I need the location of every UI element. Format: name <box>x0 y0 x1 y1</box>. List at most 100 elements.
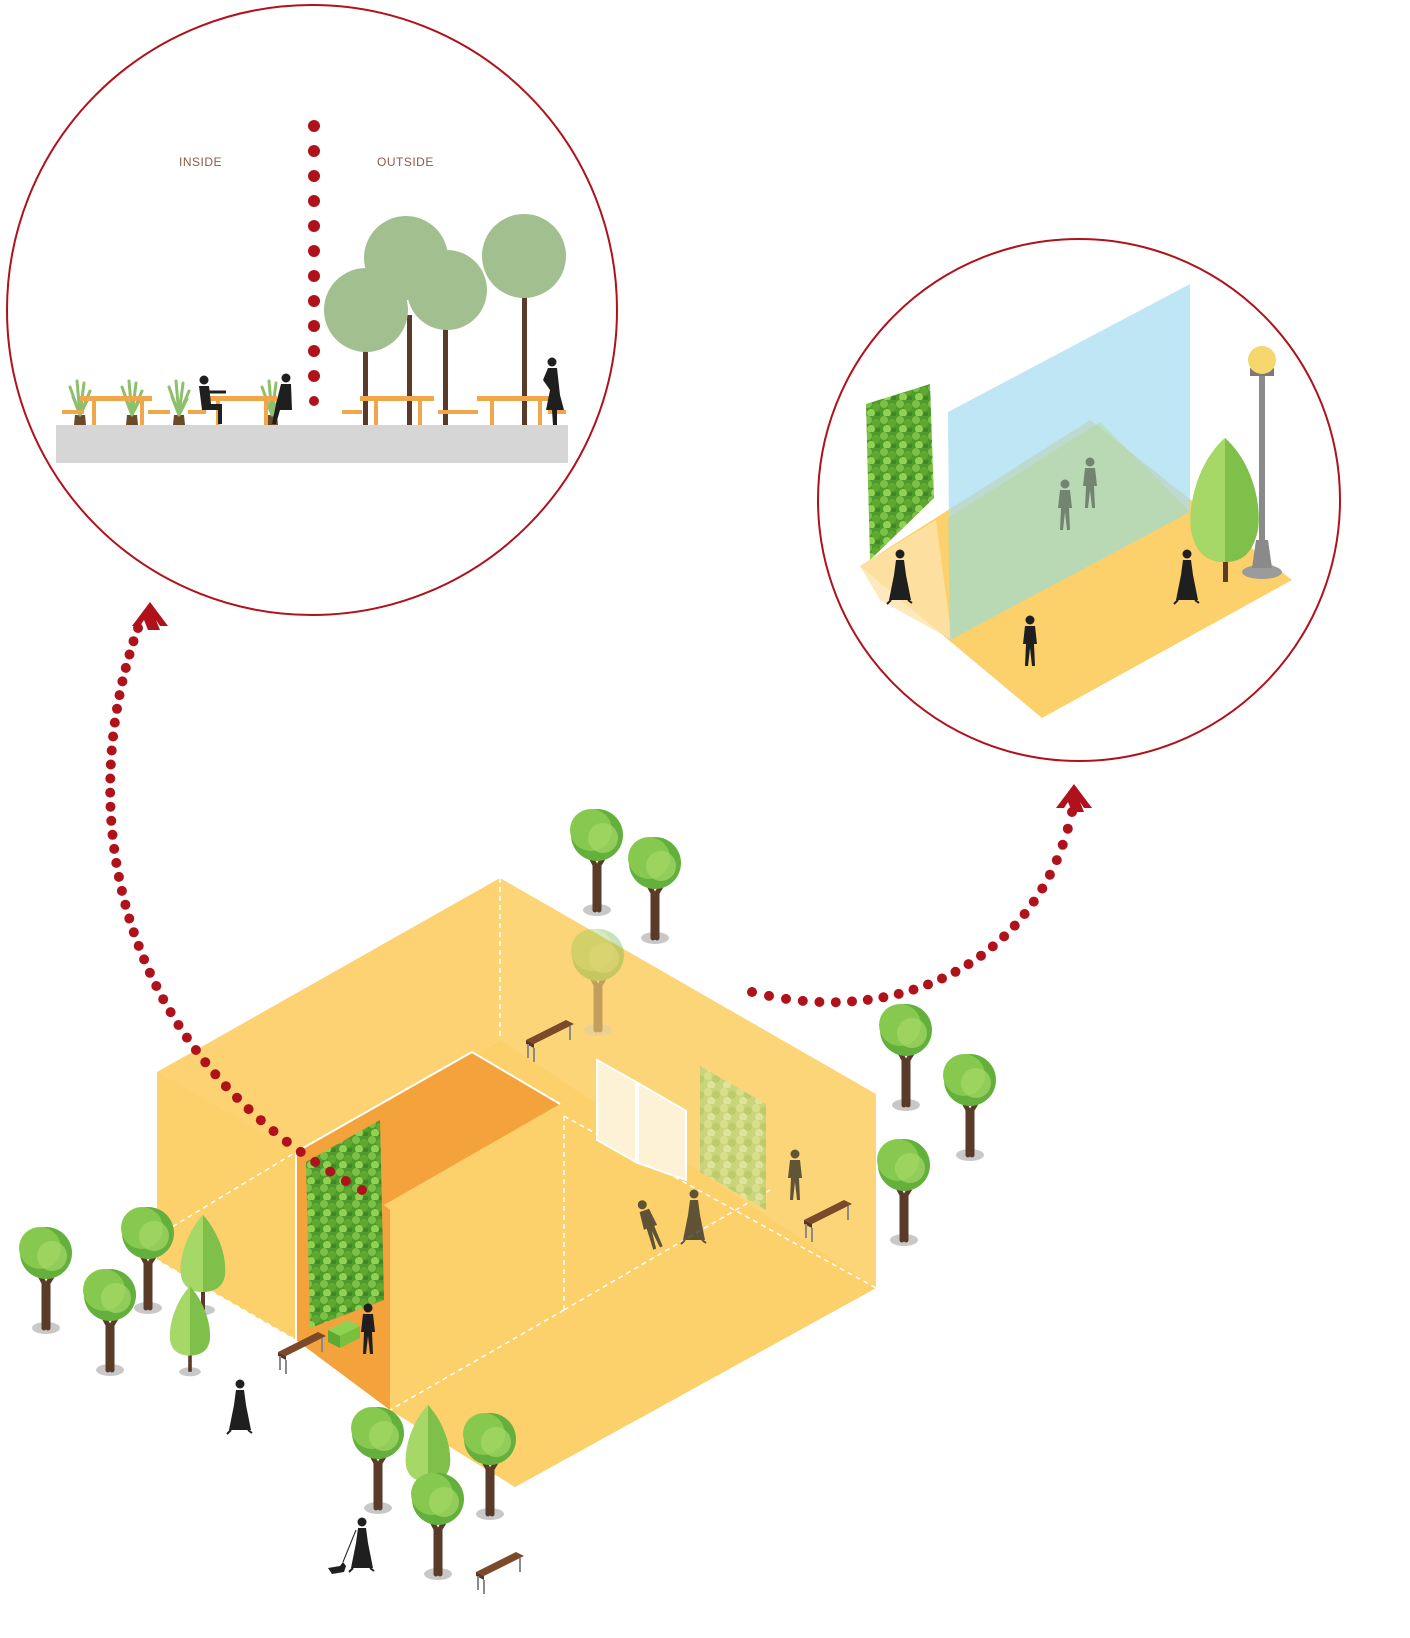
connector-dot <box>255 1115 266 1126</box>
connector-dot <box>830 997 841 1008</box>
connector-dot <box>923 979 933 990</box>
connector-dot <box>105 773 116 784</box>
isometric-plaza <box>156 878 877 1595</box>
connector-dot <box>220 1081 231 1092</box>
tree-icon <box>570 809 623 916</box>
connector-dot <box>158 994 169 1005</box>
connector-dot <box>862 994 873 1005</box>
tree-icon <box>351 1407 404 1514</box>
connector-dot <box>151 981 162 991</box>
tree-icon <box>411 1473 464 1580</box>
facade-detail-circle <box>817 238 1341 762</box>
connector-dot <box>109 717 120 728</box>
connector-dot <box>781 993 791 1004</box>
connector-dot <box>295 1146 306 1157</box>
green-wall-icon <box>700 1066 766 1210</box>
connector-dot <box>357 1185 367 1195</box>
connector-dot <box>963 959 974 970</box>
connector-dot <box>105 759 116 770</box>
tree-icon <box>19 1227 72 1334</box>
connector-dot <box>144 967 155 978</box>
connector-dot <box>128 636 139 647</box>
tree-icon <box>628 837 681 944</box>
connector-dot <box>173 1020 184 1030</box>
connector-dot <box>133 940 144 951</box>
connector-dot <box>797 995 808 1006</box>
inside-furniture <box>62 373 292 427</box>
connector-dot <box>139 954 150 965</box>
connector-dot <box>950 966 961 977</box>
connector-dot <box>764 990 774 1001</box>
connector-dot <box>281 1136 292 1147</box>
connector-dot <box>128 927 139 938</box>
connector-dot <box>105 801 116 812</box>
connector-dot <box>190 1045 201 1055</box>
connector-dot <box>113 871 124 882</box>
connector-dot <box>1051 855 1062 866</box>
connector-dot <box>210 1069 221 1080</box>
section-diagram-circle: INSIDE OUTSIDE <box>6 4 618 616</box>
dotted-connector <box>105 623 1077 1195</box>
connector-dot <box>893 988 904 999</box>
connector-dot <box>1044 869 1055 880</box>
bench-icon <box>475 1551 525 1595</box>
connector-dot <box>814 997 825 1007</box>
ground-strip <box>56 425 568 463</box>
tree-icon <box>943 1054 996 1161</box>
connector-dot <box>1062 823 1073 834</box>
street-lamp-icon <box>1242 346 1282 579</box>
connector-dot <box>908 984 919 995</box>
tree-icon <box>1190 438 1259 582</box>
green-wall-icon <box>866 384 934 560</box>
connector-dot <box>937 973 947 984</box>
connector-dot <box>310 1156 321 1167</box>
person-icon <box>226 1378 253 1435</box>
connector-dot <box>111 857 122 868</box>
connector-dot <box>747 987 757 997</box>
connector-dot <box>325 1166 336 1177</box>
seated-person-icon <box>272 373 292 424</box>
connector-dot <box>1009 920 1020 931</box>
tree-icon <box>879 1004 932 1111</box>
person-icon <box>348 1516 375 1573</box>
connector-dot <box>847 996 857 1007</box>
connector-dot <box>120 662 131 673</box>
threshold-dotted-line <box>308 120 320 406</box>
connector-dot <box>878 992 889 1003</box>
planter-icon <box>328 1320 360 1336</box>
connector-dot <box>976 950 986 961</box>
connector-dot <box>340 1176 351 1186</box>
connector-dot <box>105 787 116 798</box>
connector-dot <box>124 913 135 924</box>
connector-dot <box>106 745 117 756</box>
connector-dot <box>107 829 118 840</box>
standing-person-icon <box>543 357 564 425</box>
connector-dot <box>117 676 128 687</box>
connector-dot <box>112 703 122 714</box>
connector-dot <box>181 1032 192 1043</box>
connector-dot <box>120 899 131 910</box>
dog-icon <box>328 1529 357 1574</box>
connector-dot <box>999 931 1010 942</box>
window-panels-icon <box>596 1058 687 1182</box>
connector-dot <box>1057 839 1068 850</box>
tree-icon <box>877 1139 930 1246</box>
connector-dot <box>200 1057 211 1068</box>
arrow-head-icon <box>132 602 168 630</box>
connector-dot <box>116 885 127 896</box>
connector-dot <box>124 649 135 660</box>
plaza-dashed-outline <box>156 878 877 1411</box>
tree-icon <box>83 1269 136 1376</box>
arrow-head-icon <box>1056 784 1092 812</box>
connector-dot <box>109 843 120 854</box>
connector-dot <box>1037 883 1048 894</box>
connector-dot <box>1019 909 1030 919</box>
connector-dot <box>268 1126 279 1137</box>
outside-furniture <box>342 357 566 425</box>
connector-dot <box>987 941 998 952</box>
connector-dot <box>165 1007 176 1018</box>
connector-dot <box>108 731 119 742</box>
connector-dot <box>106 815 117 826</box>
connector-dot <box>1028 896 1039 907</box>
